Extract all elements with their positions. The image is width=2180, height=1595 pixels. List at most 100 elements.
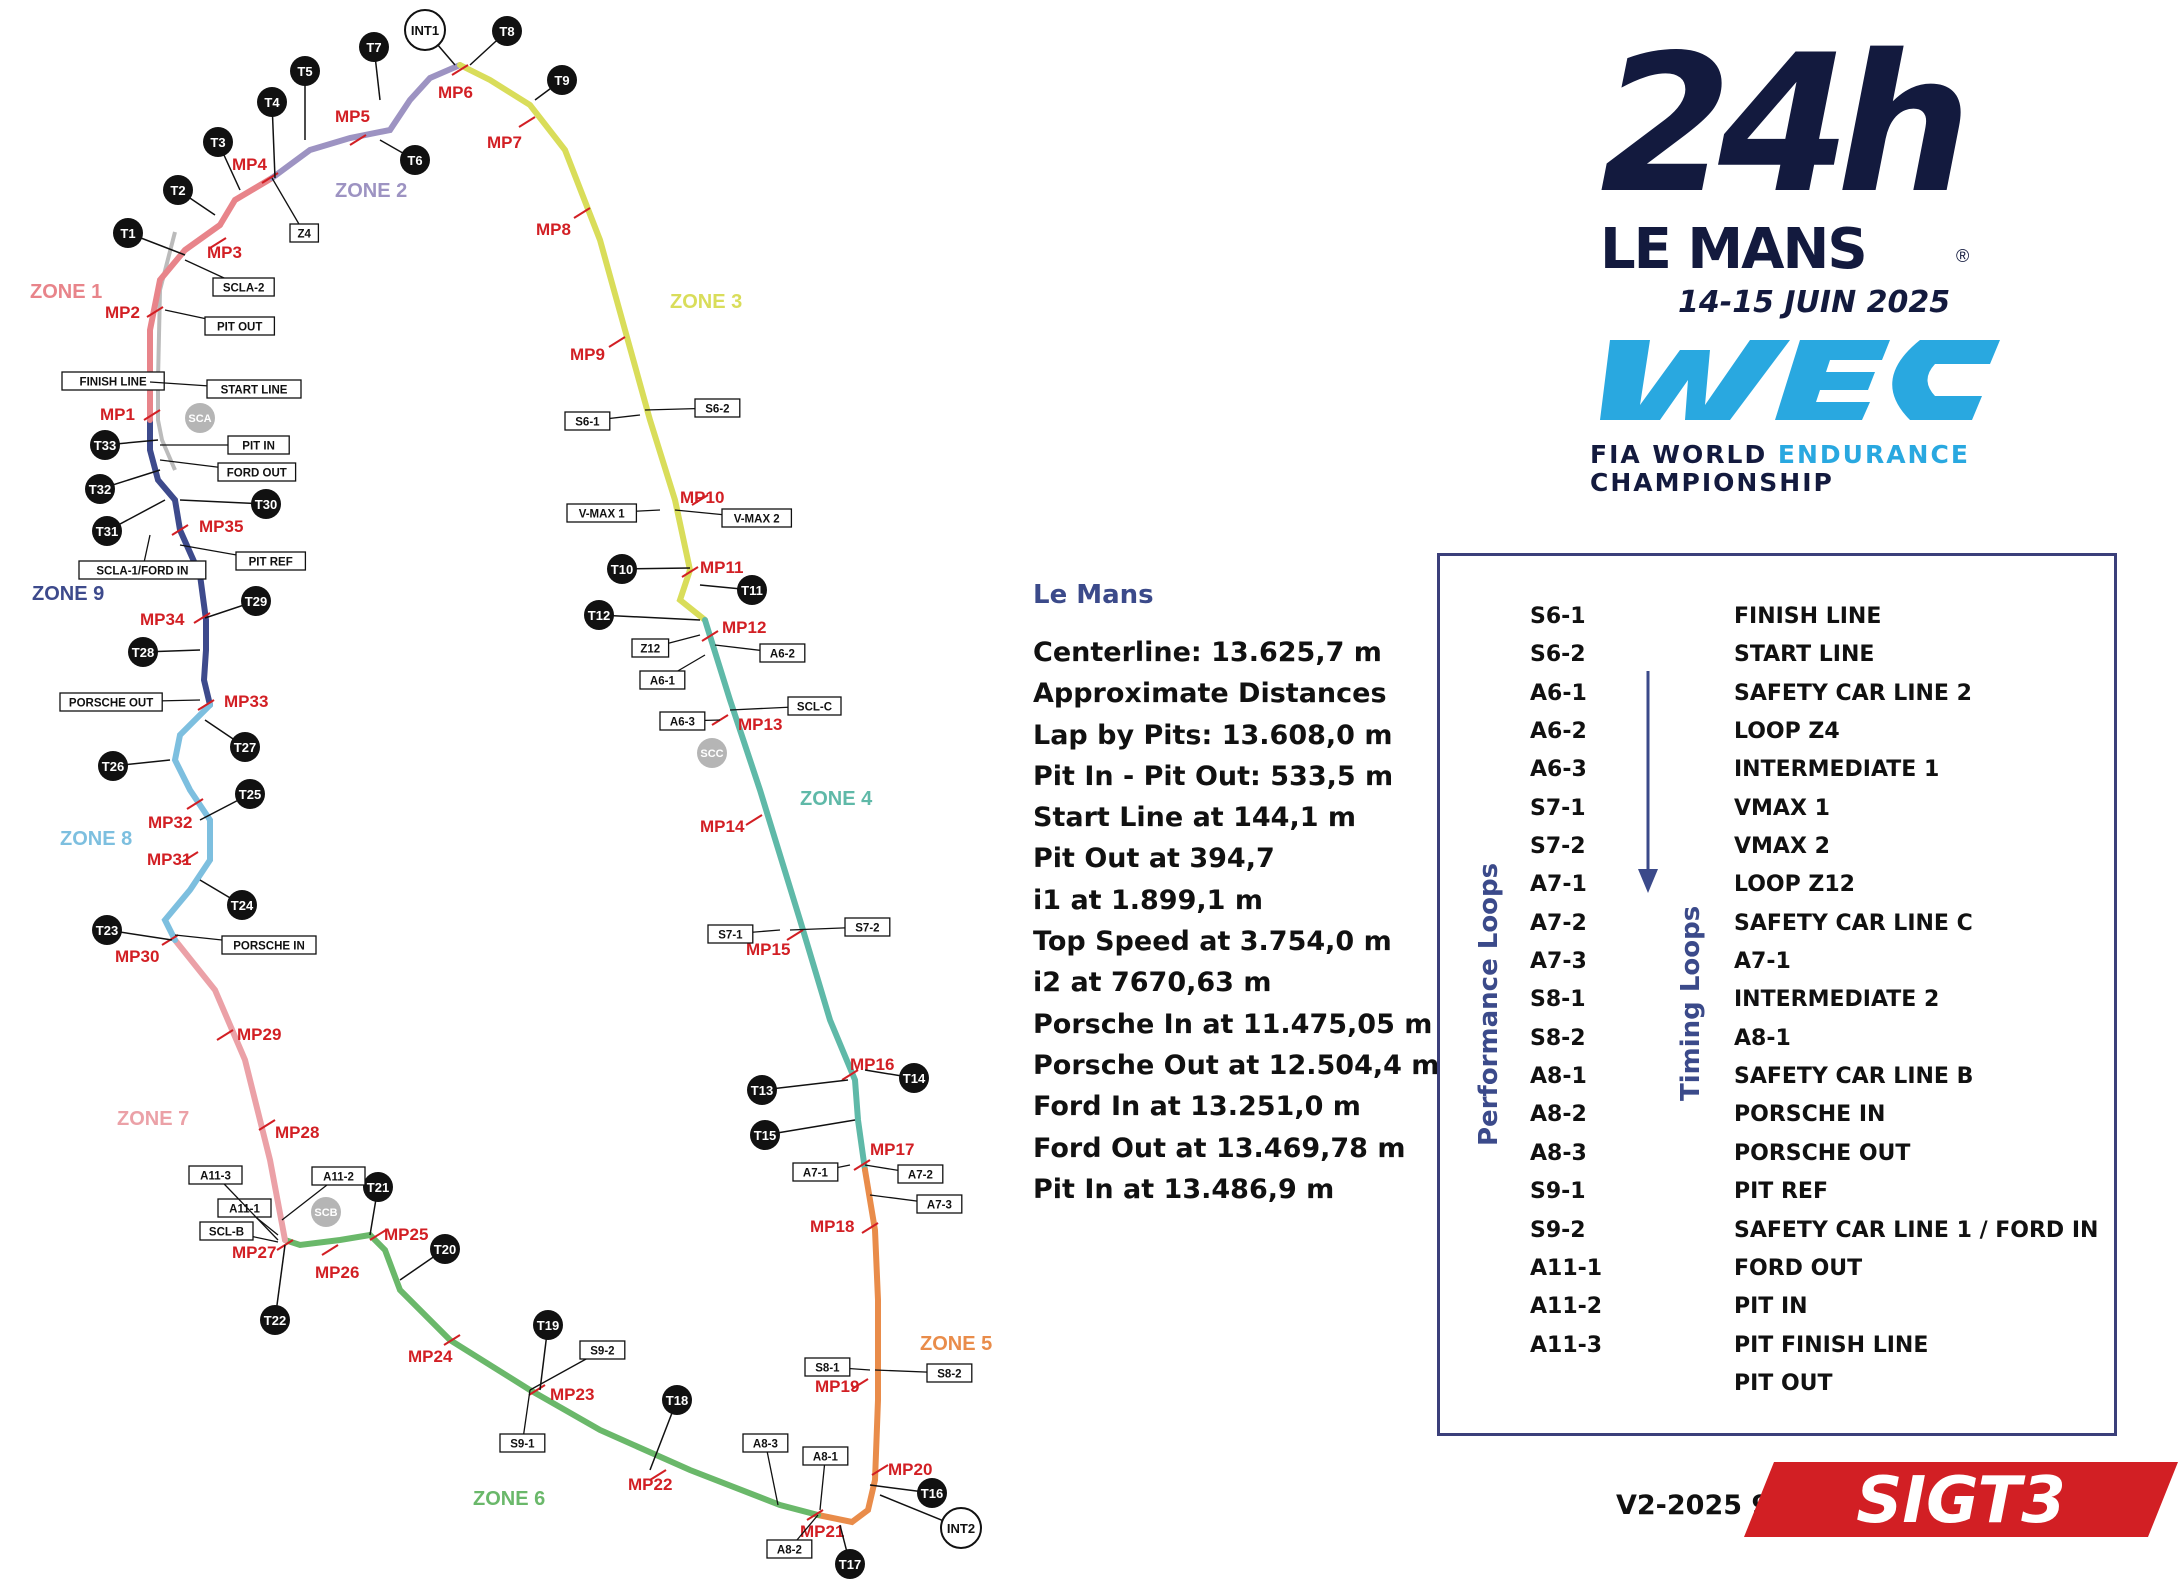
turn-marker: [163, 175, 193, 205]
marshal-post-tick: [349, 134, 367, 146]
marshal-post-label: MP5: [335, 107, 370, 126]
safety-car-marker: [185, 403, 215, 433]
marshal-post-label: MP15: [746, 940, 790, 959]
marshal-post-label: MP27: [232, 1243, 276, 1262]
loop-label: S8-2: [937, 1369, 961, 1381]
info-line: Pit In - Pit Out: 533,5 m: [1033, 760, 1394, 792]
loop-box: [235, 551, 307, 571]
turn-marker: [251, 489, 281, 519]
timing-loop-item: PIT IN: [1734, 1294, 1808, 1320]
version-label: V2-2025 9: [1616, 1490, 1771, 1521]
info-line: Top Speed at 3.754,0 m: [1033, 926, 1392, 958]
turn-label: T3: [210, 135, 225, 150]
timing-loop-item: LOOP Z4: [1734, 719, 1840, 745]
loop-box: [844, 917, 891, 937]
loop-box: [499, 1433, 546, 1453]
timing-loop-item: SAFETY CAR LINE B: [1734, 1064, 1974, 1090]
marshal-post-tick: [701, 630, 719, 642]
wec-logo: [1600, 340, 2000, 420]
loop-label: PIT OUT: [217, 322, 262, 334]
loop-box: [221, 935, 317, 955]
fia-line-1: FIA WORLD ENDURANCE: [1590, 440, 1970, 469]
turn-label: T6: [407, 153, 422, 168]
loop-box: [61, 371, 165, 391]
zone-label: ZONE 7: [117, 1108, 189, 1130]
turn-label: T14: [903, 1071, 926, 1086]
timing-loop-item: PIT REF: [1734, 1179, 1828, 1205]
timing-loop-item: LOOP Z12: [1734, 872, 1855, 898]
turn-marker: [547, 65, 577, 95]
turn-marker: [737, 575, 767, 605]
turn-marker: [203, 127, 233, 157]
info-line: Pit In at 13.486,9 m: [1033, 1173, 1335, 1205]
loop-label: S6-1: [575, 417, 600, 429]
marshal-post-tick: [216, 1029, 234, 1041]
loop-box: [802, 1446, 849, 1466]
marshal-post-tick: [193, 612, 211, 624]
turn-label: T22: [264, 1313, 286, 1328]
marshal-post-label: MP22: [628, 1475, 672, 1494]
loop-box: [188, 1165, 243, 1185]
loop-box: [897, 1164, 944, 1184]
marshal-post-tick: [841, 1069, 859, 1081]
loop-box: [206, 379, 302, 399]
turn-label: T12: [588, 608, 610, 623]
performance-loop-item: A7-2: [1530, 910, 1587, 936]
performance-loop-item: A8-3: [1530, 1140, 1587, 1166]
loop-label: S7-2: [855, 923, 879, 935]
performance-loop-item: S8-2: [1530, 1025, 1586, 1051]
zone-label: ZONE 8: [60, 828, 132, 850]
marshal-post-tick: [258, 1119, 276, 1131]
safety-car-label: SCB: [314, 1207, 337, 1219]
sigt3-logo: SIGT3: [1744, 1462, 2178, 1537]
loop-box: [59, 692, 163, 712]
loop-label: A7-1: [803, 1168, 829, 1180]
loop-box: [759, 643, 806, 663]
turn-marker: [662, 1385, 692, 1415]
loop-box: [792, 1162, 839, 1182]
loop-label: S7-1: [718, 930, 743, 942]
marshal-post-label: MP34: [140, 610, 185, 629]
marshal-post-label: MP18: [810, 1217, 854, 1236]
logo-le-mans: LE MANS: [1600, 217, 1868, 282]
loop-box: [916, 1194, 963, 1214]
info-line: i2 at 7670,63 m: [1033, 967, 1272, 999]
zone-2-segment: [269, 62, 463, 181]
turn-label: T9: [554, 73, 569, 88]
intermediate-marker: [404, 9, 446, 51]
loop-label: PIT IN: [242, 441, 275, 453]
performance-loop-item: A7-3: [1530, 949, 1587, 975]
loop-box: [707, 924, 754, 944]
performance-loop-item: A6-1: [1530, 680, 1587, 706]
marshal-post-tick: [143, 409, 161, 421]
marshal-post-label: MP13: [738, 715, 782, 734]
loop-label: PIT REF: [249, 557, 293, 569]
turn-marker: [917, 1478, 947, 1508]
marshal-post-label: MP6: [438, 83, 473, 102]
turn-marker: [241, 586, 271, 616]
turn-label: T31: [96, 524, 118, 539]
loop-label: V-MAX 2: [734, 514, 780, 526]
turn-label: T8: [499, 24, 514, 39]
timing-loop-item: START LINE: [1734, 642, 1875, 668]
loop-box: [289, 223, 320, 243]
loop-label: SCLA-1/FORD IN: [96, 566, 188, 578]
loop-label: A8-3: [753, 1439, 778, 1451]
loop-box: [787, 696, 842, 716]
marshal-post-label: MP10: [680, 488, 724, 507]
timing-loop-item: PIT FINISH LINE: [1734, 1332, 1929, 1358]
marshal-post-label: MP2: [105, 303, 140, 322]
performance-loop-item: A6-3: [1530, 757, 1587, 783]
marshal-post-tick: [146, 306, 164, 318]
turn-label: T2: [170, 183, 185, 198]
loop-box: [639, 670, 686, 690]
performance-loop-item: A11-1: [1530, 1255, 1603, 1281]
info-line: i1 at 1.899,1 m: [1033, 884, 1263, 916]
zone-label: ZONE 3: [670, 291, 742, 313]
turn-marker: [899, 1063, 929, 1093]
turn-marker: [113, 218, 143, 248]
zone-label: ZONE 1: [30, 281, 102, 303]
info-line: Lap by Pits: 13.608,0 m: [1033, 719, 1393, 751]
